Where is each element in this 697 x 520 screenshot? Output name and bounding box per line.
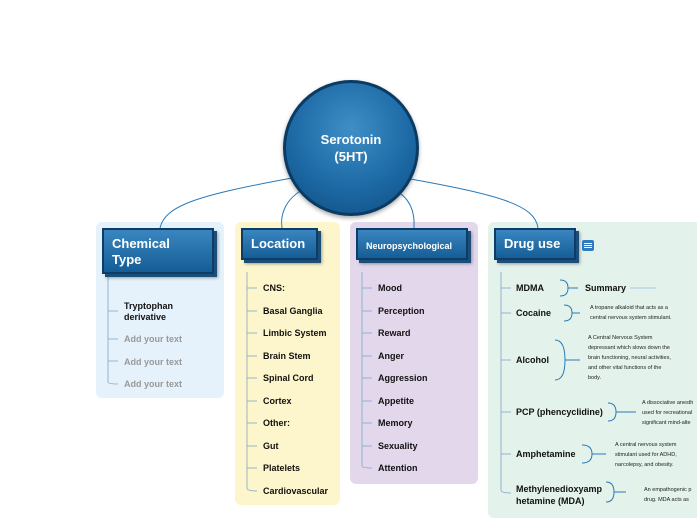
chemical-type-header[interactable]: Chemical Type	[102, 228, 214, 274]
location-item[interactable]: Cardiovascular	[263, 486, 329, 496]
chemical-type-title-line2: Type	[112, 252, 142, 267]
location-item[interactable]: Spinal Cord	[263, 373, 314, 383]
neuro-item[interactable]: Sexuality	[378, 441, 418, 451]
drug-item-mdma[interactable]: MDMA	[516, 283, 544, 293]
central-topic-node[interactable]: Serotonin (5HT)	[283, 80, 419, 216]
chemical-placeholder-1[interactable]: Add your text	[124, 334, 183, 344]
drug-use-panel	[488, 222, 697, 518]
drug-item-cocaine[interactable]: Cocaine	[516, 308, 552, 318]
drug-use-title: Drug use	[504, 236, 561, 251]
central-topic-line1: Serotonin	[320, 132, 382, 147]
drug-amphetamine-description[interactable]: A central nervous system stimulant used …	[615, 442, 677, 468]
drug-item-amphetamine[interactable]: Amphetamine	[516, 449, 576, 459]
location-item[interactable]: Limbic System	[263, 328, 327, 338]
chemical-item-line2[interactable]: derivative	[124, 312, 167, 322]
location-item[interactable]: Other:	[263, 418, 290, 428]
drug-alcohol-description[interactable]: A Central Nervous System depressant whic…	[588, 335, 671, 381]
neuro-item[interactable]: Appetite	[378, 396, 414, 406]
neuro-item[interactable]: Reward	[378, 328, 411, 338]
location-item[interactable]: Brain Stem	[263, 351, 311, 361]
drug-cocaine-description[interactable]: A tropane alkaloid that acts as a centra…	[590, 305, 672, 321]
neuropsychological-header[interactable]: Neuropsychological	[356, 228, 468, 260]
location-item[interactable]: CNS:	[263, 283, 285, 293]
notes-icon[interactable]	[582, 240, 594, 251]
neuro-panel	[350, 222, 478, 484]
chemical-placeholder-2[interactable]: Add your text	[124, 357, 183, 367]
location-item[interactable]: Platelets	[263, 463, 301, 473]
drug-mda-description[interactable]: An empathogenic p drug. MDA acts as	[644, 487, 692, 503]
location-panel	[235, 222, 340, 505]
central-topic-line2: (5HT)	[334, 149, 368, 164]
neuropsychological-title: Neuropsychological	[366, 241, 453, 251]
neuro-item[interactable]: Perception	[378, 306, 425, 316]
location-item[interactable]: Gut	[263, 441, 279, 451]
location-header[interactable]: Location	[241, 228, 318, 260]
chemical-type-title-line1: Chemical	[112, 236, 170, 251]
neuro-item[interactable]: Aggression	[378, 373, 428, 383]
location-title: Location	[251, 236, 306, 251]
neuro-item[interactable]: Attention	[378, 463, 418, 473]
neuro-item[interactable]: Mood	[378, 283, 402, 293]
location-item[interactable]: Basal Ganglia	[263, 306, 323, 316]
drug-item-mda[interactable]: Methylenedioxyamp hetamine (MDA)	[516, 484, 603, 506]
drug-pcp-description[interactable]: A dissociative anesth used for recreatio…	[642, 400, 694, 426]
drug-use-header[interactable]: Drug use	[494, 228, 576, 260]
drug-mdma-summary[interactable]: Summary	[585, 283, 627, 293]
neuro-item[interactable]: Anger	[378, 351, 405, 361]
neuro-item[interactable]: Memory	[378, 418, 413, 428]
chemical-item-line1[interactable]: Tryptophan	[124, 301, 173, 311]
drug-item-pcp[interactable]: PCP (phencyclidine)	[516, 407, 603, 417]
drug-item-alcohol[interactable]: Alcohol	[516, 355, 549, 365]
chemical-placeholder-3[interactable]: Add your text	[124, 379, 183, 389]
location-item[interactable]: Cortex	[263, 396, 292, 406]
